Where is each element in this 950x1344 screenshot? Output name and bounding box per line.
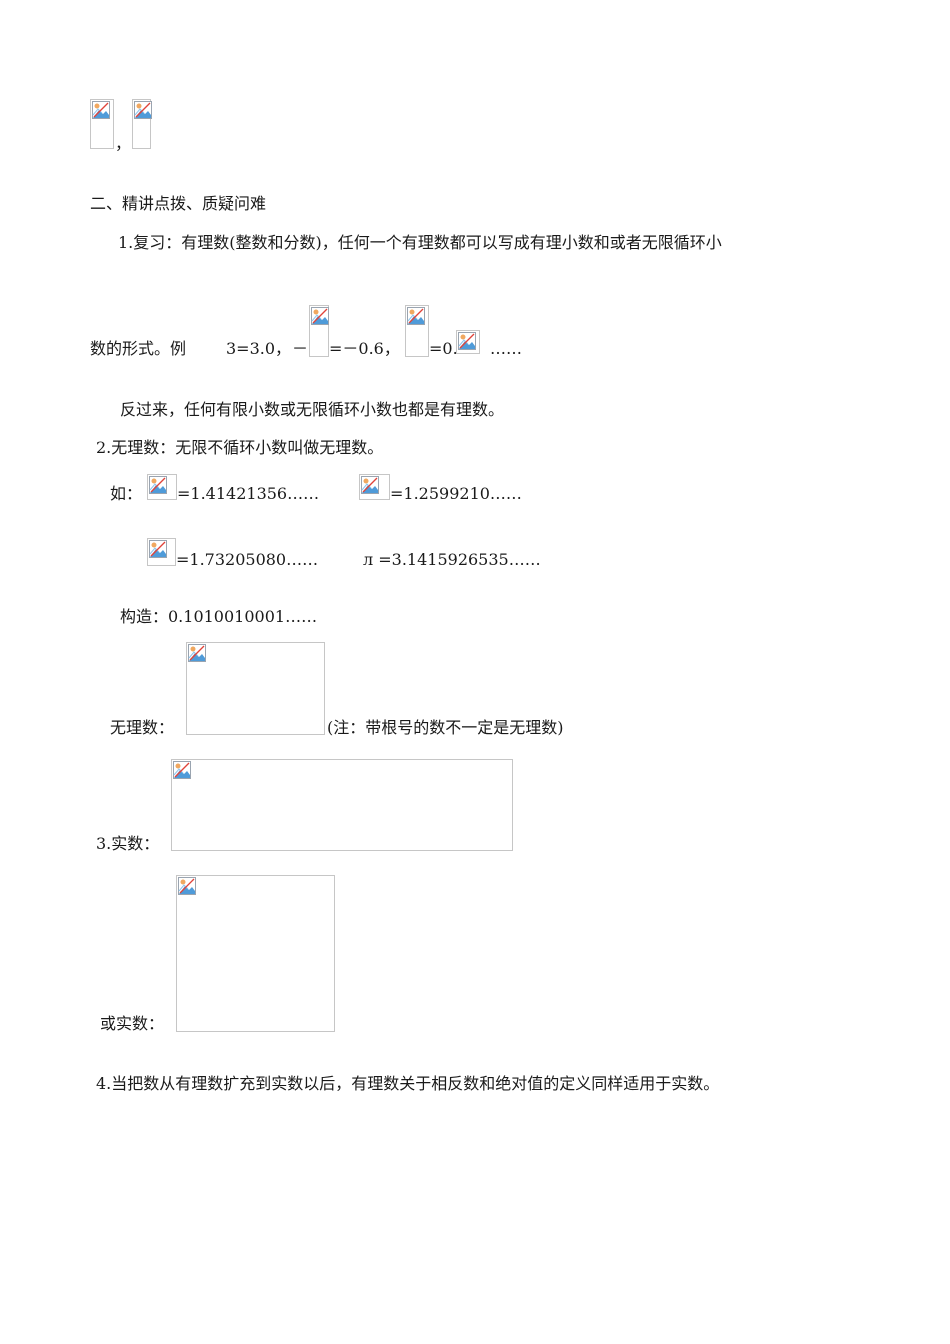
- p1-line2-f: ……: [490, 339, 522, 358]
- real-number-diagram-image: [171, 759, 513, 851]
- formula-image: [90, 99, 114, 149]
- p1-line2-d: =－0.6，: [329, 339, 400, 358]
- broken-image-icon: [173, 761, 191, 779]
- p2-construct: 构造：0.1010010001……: [120, 607, 318, 626]
- broken-image-icon: [149, 540, 167, 558]
- p1-line2-e: =0.: [429, 339, 458, 358]
- p1-line3: 反过来，任何有限小数或无限循环小数也都是有理数。: [120, 400, 505, 419]
- broken-image-icon: [178, 877, 196, 895]
- irrational-diagram-image: [186, 642, 325, 735]
- fraction-image: [405, 305, 429, 357]
- sqrt2-image: [147, 474, 177, 500]
- p2-v3: =1.73205080……: [176, 550, 319, 569]
- p3-label: 3.实数：: [96, 834, 160, 853]
- section-title: 二、精讲点拨、质疑问难: [90, 194, 267, 213]
- broken-image-icon: [188, 644, 206, 662]
- broken-image-icon: [92, 101, 110, 119]
- p1-line1: 1.复习：有理数(整数和分数)，任何一个有理数都可以写成有理小数和或者无限循环小: [118, 233, 722, 252]
- p1-line2-c: －: [292, 339, 309, 358]
- broken-image-icon: [311, 307, 329, 325]
- p4-text: 4.当把数从有理数扩充到实数以后，有理数关于相反数和绝对值的定义同样适用于实数。: [96, 1074, 720, 1093]
- p2-pi: л =3.1415926535……: [363, 550, 541, 569]
- p2-label: 无理数：: [110, 718, 175, 737]
- p3-label2: 或实数：: [100, 1014, 165, 1033]
- broken-image-icon: [407, 307, 425, 325]
- sqrt3-image: [147, 538, 176, 566]
- broken-image-icon: [458, 332, 476, 350]
- p2-title: 2.无理数：无限不循环小数叫做无理数。: [96, 438, 384, 457]
- repeating-decimal-image: [456, 330, 480, 354]
- separator-comma: ，: [115, 134, 132, 153]
- p2-ru: 如：: [110, 484, 143, 503]
- p2-v2: =1.2599210……: [390, 484, 522, 503]
- fraction-image: [309, 305, 329, 357]
- p1-line2-b: 3=3.0，: [226, 339, 292, 358]
- real-number-classification-image: [176, 875, 335, 1032]
- broken-image-icon: [361, 476, 379, 494]
- p1-line2-a: 数的形式。例: [90, 339, 187, 358]
- cbrt2-image: [359, 474, 390, 500]
- p2-v1: =1.41421356……: [177, 484, 320, 503]
- p2-note: (注：带根号的数不一定是无理数): [327, 718, 564, 737]
- formula-image: [132, 99, 151, 149]
- broken-image-icon: [134, 101, 152, 119]
- broken-image-icon: [149, 476, 167, 494]
